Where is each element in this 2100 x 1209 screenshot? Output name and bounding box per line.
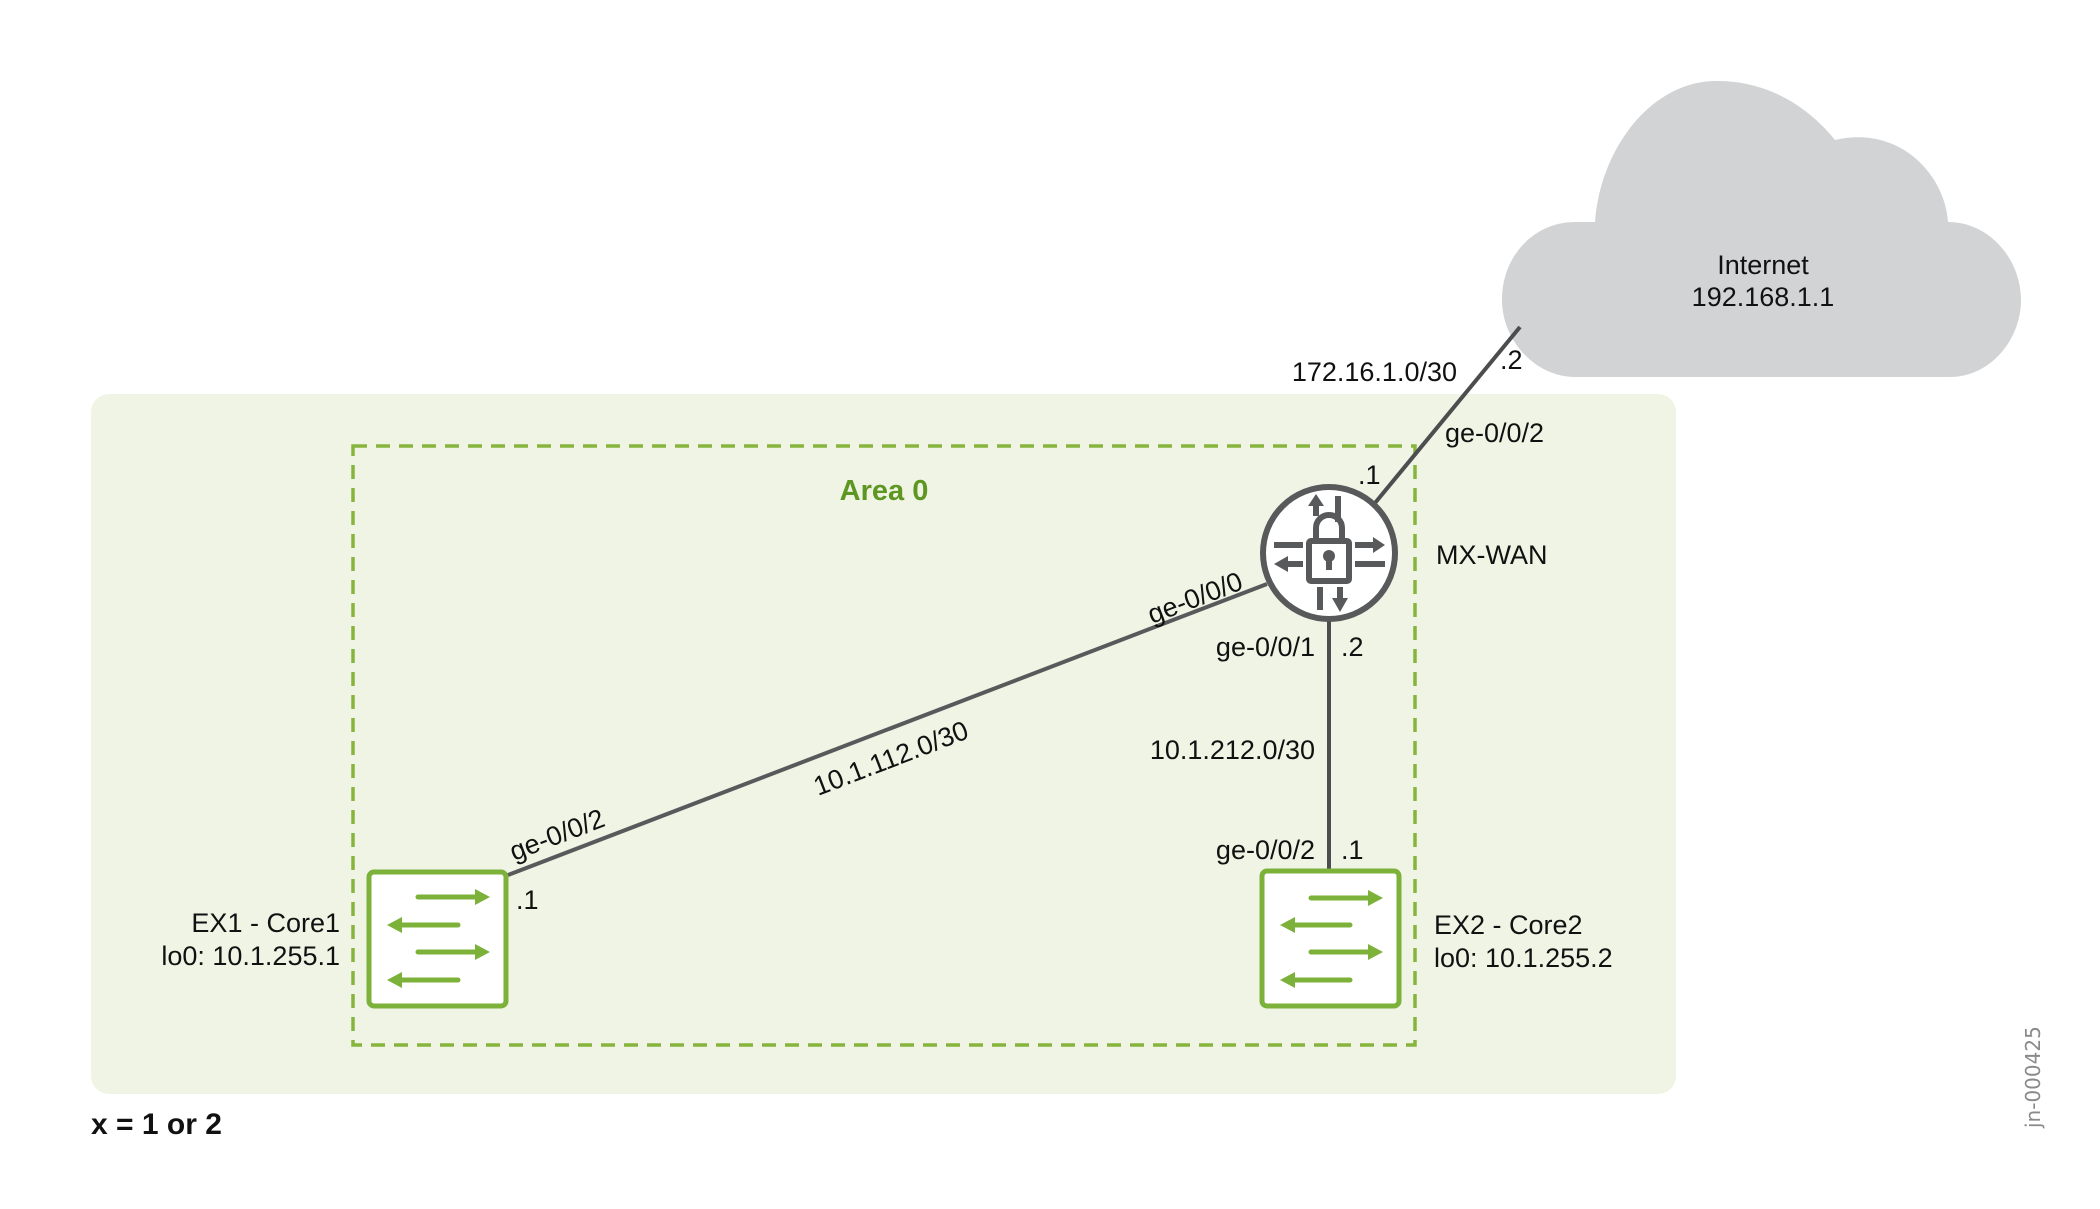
core2-mx-interface: ge-0/0/1 (1216, 632, 1315, 662)
core2-mx-host: .2 (1341, 632, 1364, 662)
area-0-boundary (351, 444, 1417, 1047)
ex1-label: EX1 - Core1 (191, 908, 340, 938)
internet-label: Internet (1717, 250, 1809, 280)
switch-icon-ex1[interactable] (366, 869, 509, 1009)
link-wan (1373, 325, 1522, 505)
footnote: x = 1 or 2 (91, 1108, 222, 1141)
mx-wan-label: MX-WAN (1436, 540, 1547, 570)
core2-ex-interface: ge-0/0/2 (1216, 835, 1315, 865)
figure-id: jn-000425 (2021, 1026, 2045, 1129)
wan-subnet: 172.16.1.0/30 (1292, 357, 1457, 387)
wan-internet-host: .2 (1500, 345, 1523, 375)
internet-address: 192.168.1.1 (1692, 282, 1835, 312)
switch-icon-ex2[interactable] (1259, 868, 1402, 1009)
ex1-loopback: lo0: 10.1.255.1 (161, 941, 340, 971)
wan-mx-interface: ge-0/0/2 (1445, 418, 1544, 448)
ex2-label: EX2 - Core2 (1434, 910, 1583, 940)
secure-router-icon[interactable] (1260, 484, 1398, 622)
area-label: Area 0 (840, 475, 929, 507)
wan-mx-host: .1 (1358, 460, 1381, 490)
link-core1 (507, 582, 1268, 877)
core2-subnet: 10.1.212.0/30 (1150, 735, 1315, 765)
ex2-loopback: lo0: 10.1.255.2 (1434, 943, 1613, 973)
cloud-icon (1502, 80, 2021, 378)
core2-ex-host: .1 (1341, 835, 1364, 865)
core1-ex-host: .1 (516, 885, 539, 915)
